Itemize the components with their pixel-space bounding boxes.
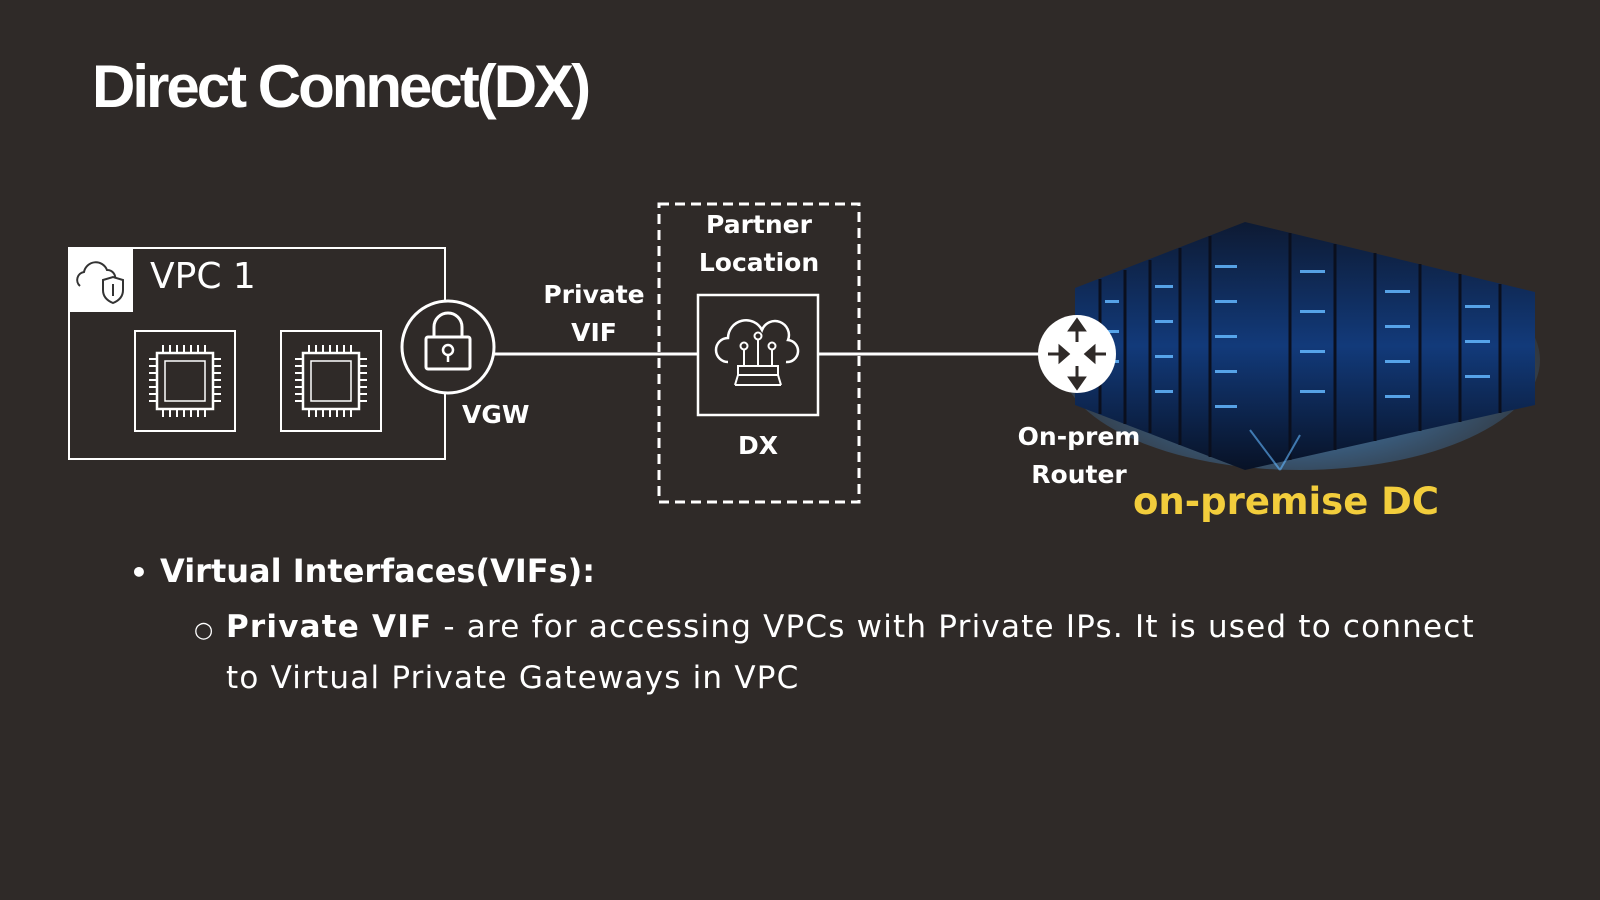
bullet-dot: • [130, 556, 148, 589]
chip-icon [134, 330, 236, 432]
server-racks-image [1060, 222, 1540, 471]
dx-label: DX [737, 431, 779, 460]
sub-bullet-circle: ○ [194, 618, 215, 643]
bullet-list: • Virtual Interfaces(VIFs): ○ Private VI… [130, 552, 1530, 704]
cloud-circuit-icon [696, 293, 820, 417]
router-arrows-icon [1038, 315, 1116, 393]
private-vif-label: Private VIF [540, 276, 648, 352]
chip-icon [280, 330, 382, 432]
bullet-item: • Virtual Interfaces(VIFs): [130, 552, 1530, 590]
vpc-box [68, 247, 446, 460]
bullet-heading: Virtual Interfaces(VIFs): [160, 552, 596, 590]
sub-bullet-rest: - are for accessing VPCs with Private IP… [226, 609, 1475, 696]
router-line1: On-prem [1017, 422, 1141, 451]
partner-line1: Partner [706, 210, 812, 239]
cloud-shield-icon [69, 248, 133, 312]
partner-location-box [657, 202, 861, 504]
router-line2: Router [1031, 460, 1127, 489]
page-title: Direct Connect(DX) [92, 53, 591, 120]
partner-line2: Location [698, 248, 820, 277]
sub-bullet-item: ○ Private VIF - are for accessing VPCs w… [194, 602, 1530, 704]
datacenter-label: on-premise DC [1133, 480, 1440, 523]
lock-icon [400, 299, 496, 395]
private-vif-line2: VIF [571, 318, 617, 347]
private-vif-line1: Private [543, 280, 645, 309]
vgw-label: VGW [462, 400, 530, 429]
partner-location-label: Partner Location [679, 206, 839, 282]
sub-bullet-bold: Private VIF [226, 609, 433, 645]
vpc-label: VPC 1 [150, 256, 256, 297]
router-label: On-prem Router [1004, 418, 1154, 494]
sub-bullet-text: Private VIF - are for accessing VPCs wit… [226, 602, 1506, 704]
